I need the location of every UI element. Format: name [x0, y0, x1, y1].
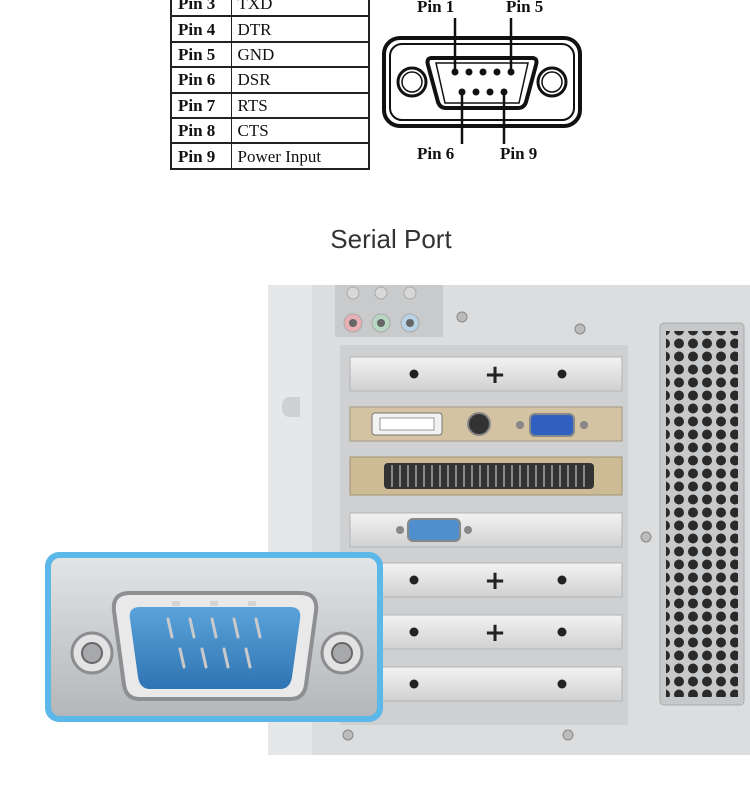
slot-blank-3: [349, 614, 623, 650]
pin-number-cell: Pin 9: [170, 142, 232, 170]
pin-number-cell: Pin 8: [170, 117, 232, 145]
pin9-label: Pin 9: [500, 144, 538, 163]
case-screw: [640, 531, 652, 543]
pin6-label: Pin 6: [417, 144, 455, 163]
callout-connector-blue: [129, 607, 301, 689]
pin-number-cell: Pin 6: [170, 66, 232, 94]
pin-number-cell: Pin 5: [170, 41, 232, 69]
section-title: Serial Port: [330, 224, 452, 254]
pin-signal-cell: DSR: [230, 66, 370, 94]
svideo-port: [467, 412, 491, 436]
slot-blank-4: [349, 666, 623, 702]
pin-signal-cell: TXD: [230, 0, 370, 18]
serial-bracket: [349, 512, 623, 548]
mount-hole-left-inner: [401, 71, 423, 93]
serial-port-small: [407, 518, 461, 542]
case-screw: [574, 323, 586, 335]
case-screw: [562, 729, 574, 741]
pin-signal-cell: CTS: [230, 117, 370, 145]
pin-signal-cell: Power Input: [230, 142, 370, 170]
pin-leader-lines: [453, 18, 513, 144]
pin-signal-cell: DTR: [230, 15, 370, 43]
svg-text:+: +: [484, 360, 506, 390]
pc-case-photo: + + +: [45, 285, 750, 755]
pin-number-cell: Pin 3: [170, 0, 232, 18]
db9-connector-diagram: [382, 18, 582, 144]
hex-vent: [666, 331, 738, 697]
vent-fins: [391, 465, 585, 487]
mount-hole-right-inner: [541, 71, 563, 93]
svg-text:+: +: [484, 566, 506, 596]
case-screw: [456, 311, 468, 323]
pin-number-cell: Pin 7: [170, 92, 232, 119]
pin1-label: Pin 1: [417, 0, 455, 16]
case-tab: [282, 397, 300, 417]
pin-signal-cell: GND: [230, 41, 370, 69]
pin-dots: [451, 68, 515, 96]
pin-signal-cell: RTS: [230, 92, 370, 119]
case-screw: [342, 729, 354, 741]
vga-port: [529, 413, 575, 437]
pin-number-cell: Pin 4: [170, 15, 232, 43]
slot-blank-1: [349, 356, 623, 392]
callout-pins: [166, 617, 262, 669]
svg-text:+: +: [484, 618, 506, 648]
pin5-label: Pin 5: [506, 0, 544, 16]
